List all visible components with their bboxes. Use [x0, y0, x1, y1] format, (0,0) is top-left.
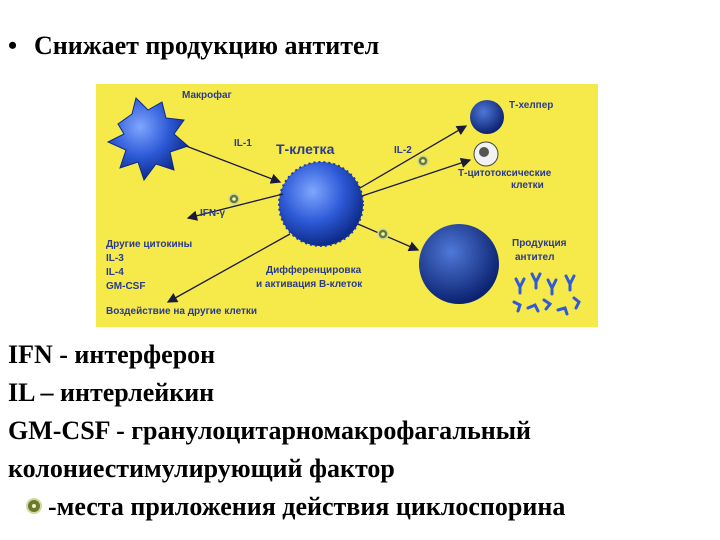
antibodies	[512, 272, 581, 316]
t-helper-cell	[470, 100, 504, 134]
label-diff-2: и активация В-клеток	[256, 279, 363, 290]
header-bullet: • Снижает продукцию антител	[8, 30, 379, 62]
label-t-cyto-1: Т-цитотоксические	[458, 168, 552, 179]
diagram-canvas: Макрофаг Т-клетка IL-1 IL-2 IFN-γ Т-хелп…	[106, 89, 581, 317]
legend-site-row: -места приложения действия циклоспорина	[8, 488, 565, 526]
label-t-cyto-2: клетки	[511, 180, 544, 191]
label-il2: IL-2	[394, 145, 412, 156]
label-prod-2: антител	[515, 252, 554, 263]
immune-diagram: Макрофаг Т-клетка IL-1 IL-2 IFN-γ Т-хелп…	[96, 84, 598, 327]
legend-ifn: IFN - интерферон	[8, 340, 216, 369]
label-diff-1: Дифференцировка	[266, 264, 362, 276]
cyclosporine-site-icon	[26, 498, 42, 514]
label-il1: IL-1	[234, 138, 252, 149]
label-other: Воздействие на другие клетки	[106, 306, 257, 317]
label-cyt-3: IL-4	[106, 267, 124, 278]
legend-il: IL – интерлейкин	[8, 378, 215, 407]
label-t-cell: Т-клетка	[276, 141, 335, 157]
bullet-glyph: •	[8, 31, 18, 60]
label-ifn: IFN-γ	[200, 208, 225, 219]
label-cyt-1: Другие цитокины	[106, 239, 192, 250]
label-macrophage: Макрофаг	[182, 89, 232, 101]
legend-gm-2: колониестимулирующий фактор	[8, 454, 395, 483]
legend-gm-1: GM-CSF - гранулоцитарномакрофагальный	[8, 416, 532, 445]
t-cell	[279, 162, 363, 246]
header-text: Снижает продукцию антител	[34, 31, 380, 60]
label-t-helper: Т-хелпер	[509, 100, 553, 111]
legend-site: -места приложения действия циклоспорина	[48, 492, 566, 521]
label-cyt-2: IL-3	[106, 253, 124, 264]
legend: IFN - интерферон IL – интерлейкин GM-CSF…	[8, 336, 565, 526]
label-cyt-4: GM-CSF	[106, 281, 145, 292]
b-cell	[419, 224, 499, 304]
macrophage-cell	[106, 97, 189, 182]
label-prod-1: Продукция	[512, 238, 567, 249]
